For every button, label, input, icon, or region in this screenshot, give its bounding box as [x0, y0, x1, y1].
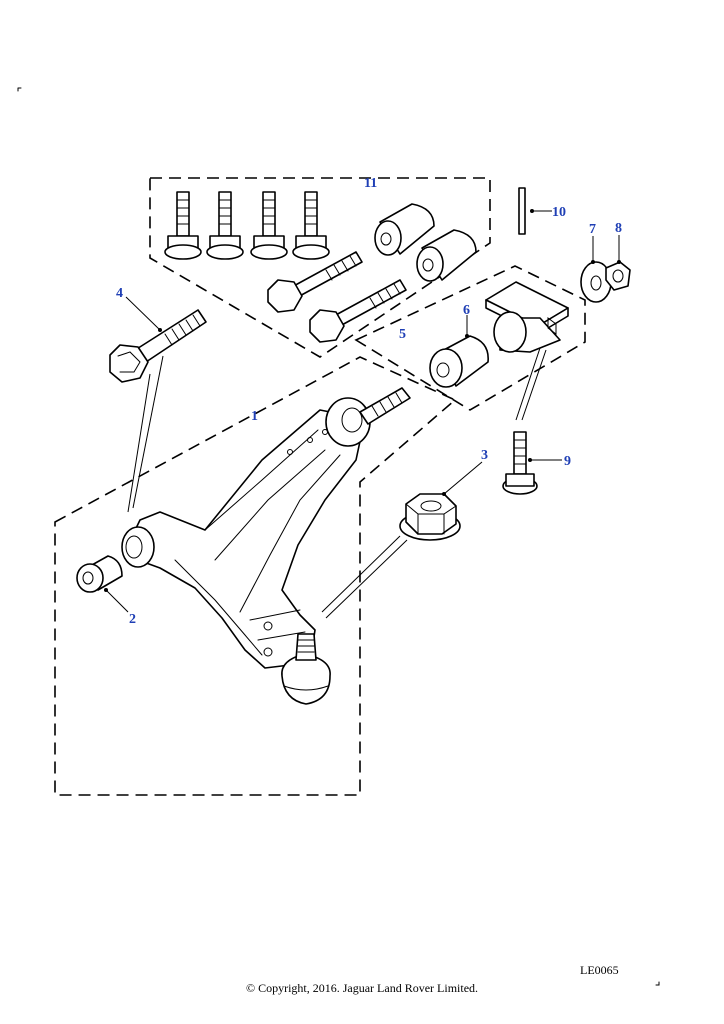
short-bolt — [206, 191, 244, 260]
long-bolt — [267, 251, 363, 313]
callout-labels: 1 2 3 4 5 6 7 8 9 10 11 — [116, 176, 622, 627]
callout-3: 3 — [481, 448, 488, 463]
callout-7: 7 — [589, 222, 596, 237]
group-outline-kit-11 — [149, 177, 491, 358]
short-bolt — [164, 191, 202, 260]
group-outline-arm-1 — [54, 356, 457, 796]
kit-11-bolts — [164, 191, 477, 343]
callout-2: 2 — [129, 612, 136, 627]
callout-10: 10 — [552, 205, 566, 220]
callout-11: 11 — [364, 176, 377, 191]
rear-bushing-bracket — [485, 281, 569, 353]
callout-9: 9 — [564, 454, 571, 469]
callout-5: 5 — [399, 327, 406, 342]
callout-leaders — [104, 209, 621, 613]
washer — [580, 261, 612, 303]
assembly-guide-lines — [127, 347, 547, 619]
copyright-notice: © Copyright, 2016. Jaguar Land Rover Lim… — [245, 981, 479, 995]
arm-pivot-bolt — [109, 309, 207, 383]
short-bolt — [250, 191, 288, 260]
callout-6: 6 — [463, 303, 470, 318]
dowel-pin — [518, 187, 526, 235]
corner-mark — [17, 87, 22, 92]
callout-8: 8 — [615, 221, 622, 236]
bracket-bolt — [502, 431, 538, 495]
short-bolt — [292, 191, 330, 260]
illustration-reference-code: LE0065 — [580, 963, 619, 977]
kit-bushing — [374, 203, 435, 256]
lower-control-arm — [121, 387, 411, 705]
front-bushing — [76, 555, 123, 593]
rear-bushing — [429, 335, 489, 388]
callout-1: 1 — [251, 409, 258, 424]
flange-nut — [399, 493, 461, 541]
kit-bushing — [416, 229, 477, 282]
callout-4: 4 — [116, 286, 123, 301]
long-bolt — [309, 279, 407, 343]
corner-mark — [655, 981, 660, 986]
group-outline-kit-5 — [354, 265, 586, 411]
